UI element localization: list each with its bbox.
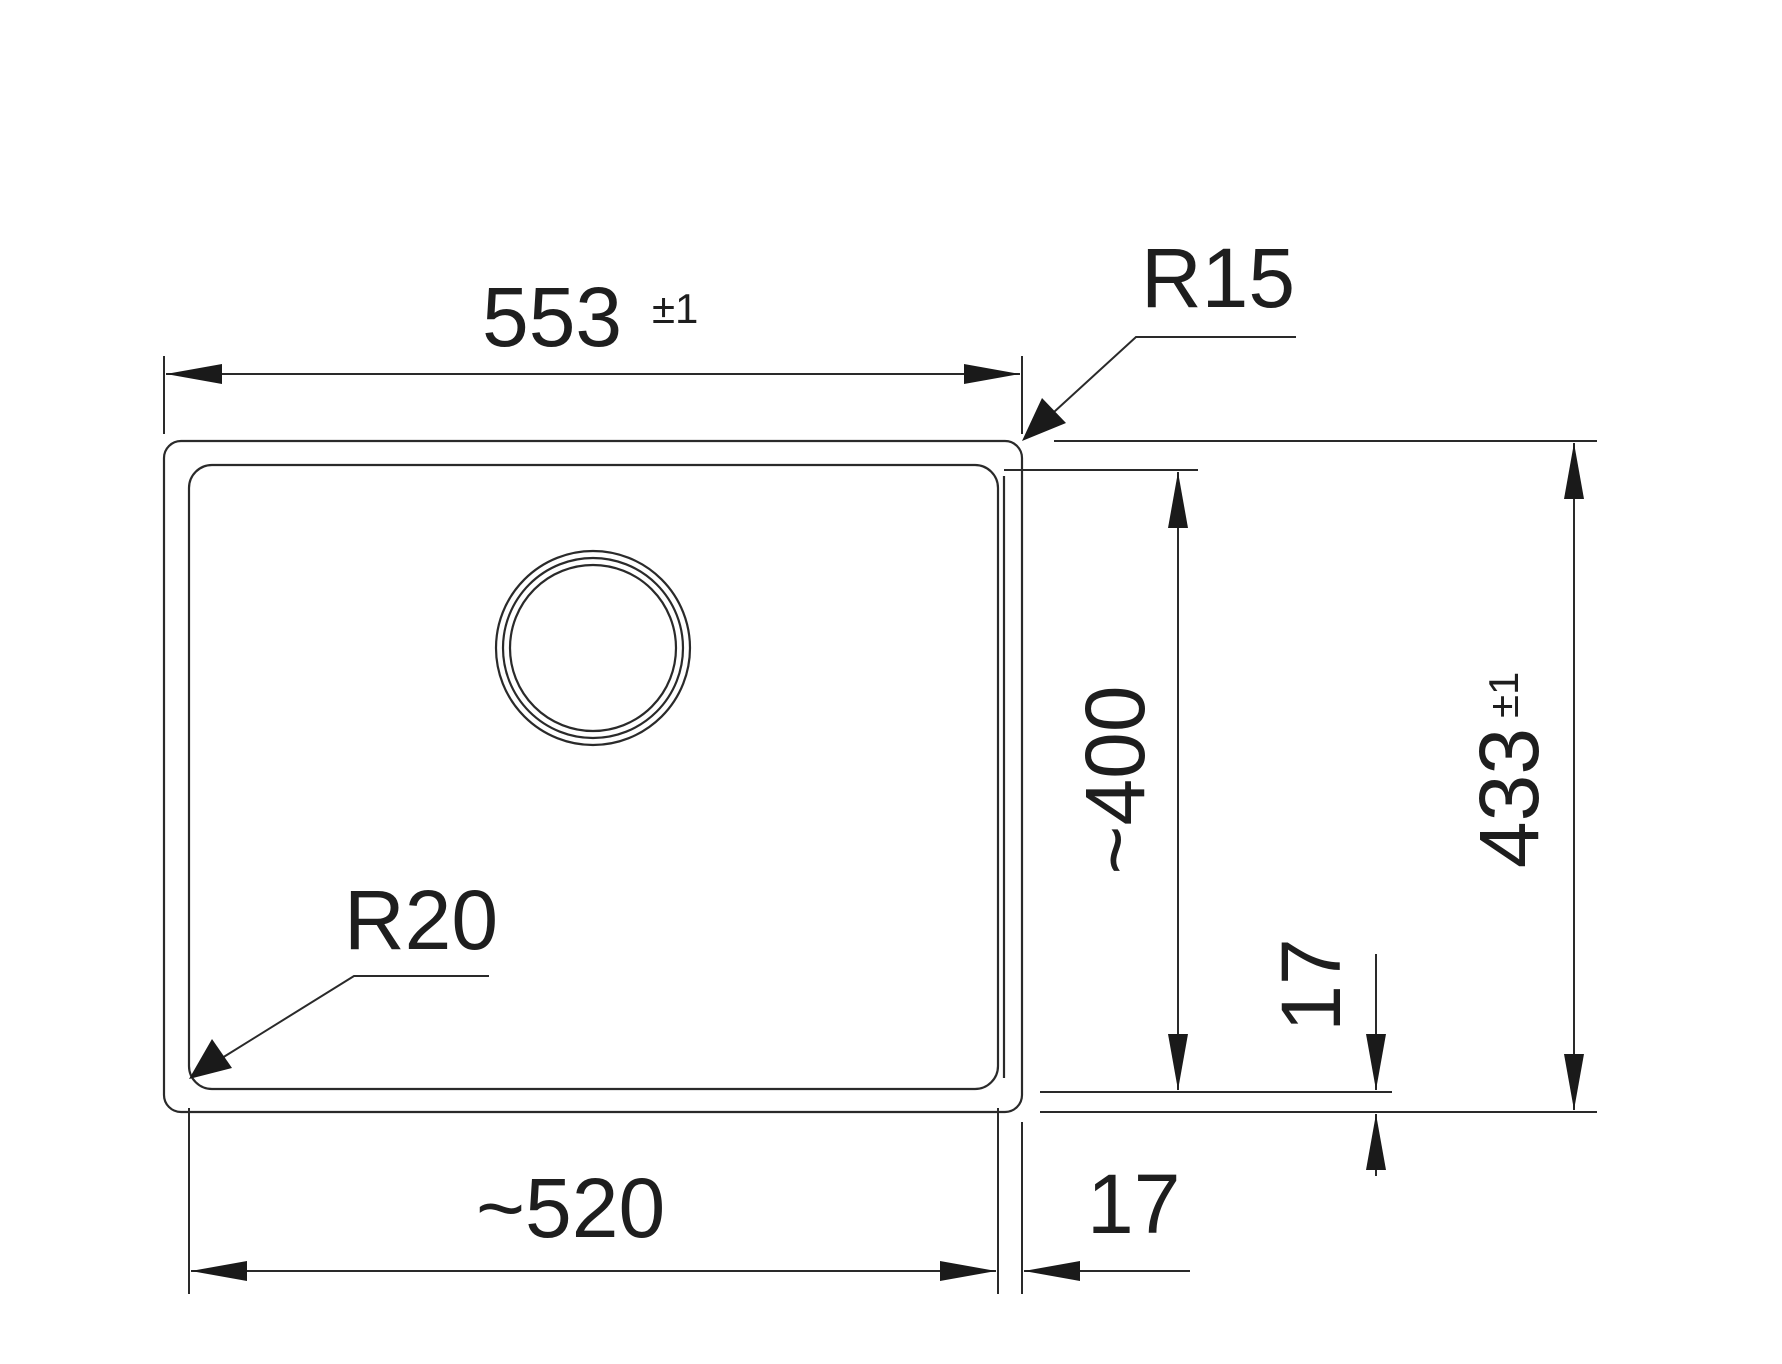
outer-radius-label: R15 <box>1141 231 1295 325</box>
overall-width-tolerance: ±1 <box>652 285 698 332</box>
overall-width-value: 553 <box>482 270 622 364</box>
bowl-width-value: ~520 <box>476 1161 665 1255</box>
overall-depth-value: 433 <box>1462 728 1556 868</box>
rim-side-value: 17 <box>1087 1157 1180 1251</box>
bowl-depth-value: ~400 <box>1068 685 1162 874</box>
overall-depth-dimension: 433 ±1 <box>1040 440 1597 1113</box>
rim-side-dimension: 17 <box>1024 1157 1190 1281</box>
rim-bottom-value: 17 <box>1264 938 1358 1031</box>
drain-icon <box>494 549 692 747</box>
overall-width-dimension: 553 ±1 <box>163 270 1023 434</box>
overall-depth-tolerance: ±1 <box>1480 672 1527 718</box>
rim-bottom-dimension: 17 <box>1264 938 1386 1176</box>
bowl-width-dimension: ~520 <box>188 1108 1023 1294</box>
outer-radius-callout: R15 <box>1022 231 1296 441</box>
sink-bowl-outline <box>187 463 1000 1091</box>
bowl-depth-dimension: ~400 <box>1004 469 1392 1093</box>
inner-radius-callout: R20 <box>189 873 498 1079</box>
inner-radius-label: R20 <box>344 873 498 967</box>
sink-outer-outline <box>162 439 1024 1114</box>
